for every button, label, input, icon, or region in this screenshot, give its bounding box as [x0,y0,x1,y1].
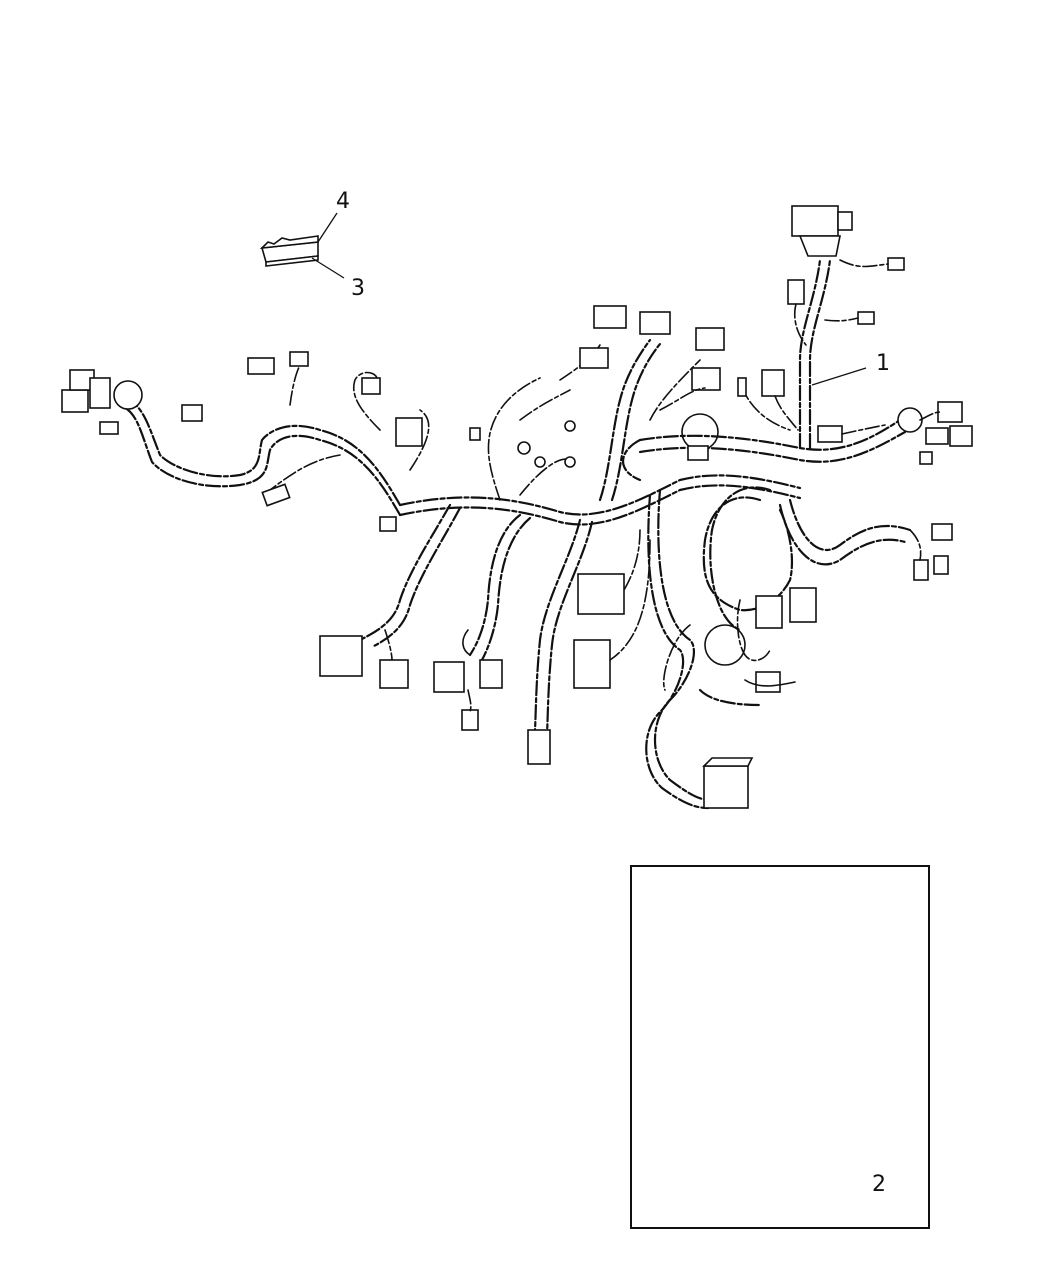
bottom-right-lead [645,488,796,810]
leader-3 [311,257,345,279]
module-part-3-4 [259,235,319,267]
top-right-connectors [787,205,905,346]
bottom-left-branches [319,503,532,731]
main-harness-trunk [398,258,907,526]
right-end-connectors [817,401,973,465]
callout-4: 4 [336,189,350,214]
leader-4 [317,212,338,243]
right-lower-branch [778,498,953,581]
callout-2: 2 [872,1172,886,1197]
left-branch [123,364,430,517]
junction-block-inset-frame [630,865,930,1229]
callout-3: 3 [351,276,365,301]
lower-harness-loops [663,486,817,691]
leader-1 [811,367,867,386]
bottom-center-branch [527,518,651,765]
right-center-connectors [737,369,799,431]
left-connectors [61,351,423,532]
top-center-connectors [579,305,725,502]
callout-1: 1 [876,351,890,376]
